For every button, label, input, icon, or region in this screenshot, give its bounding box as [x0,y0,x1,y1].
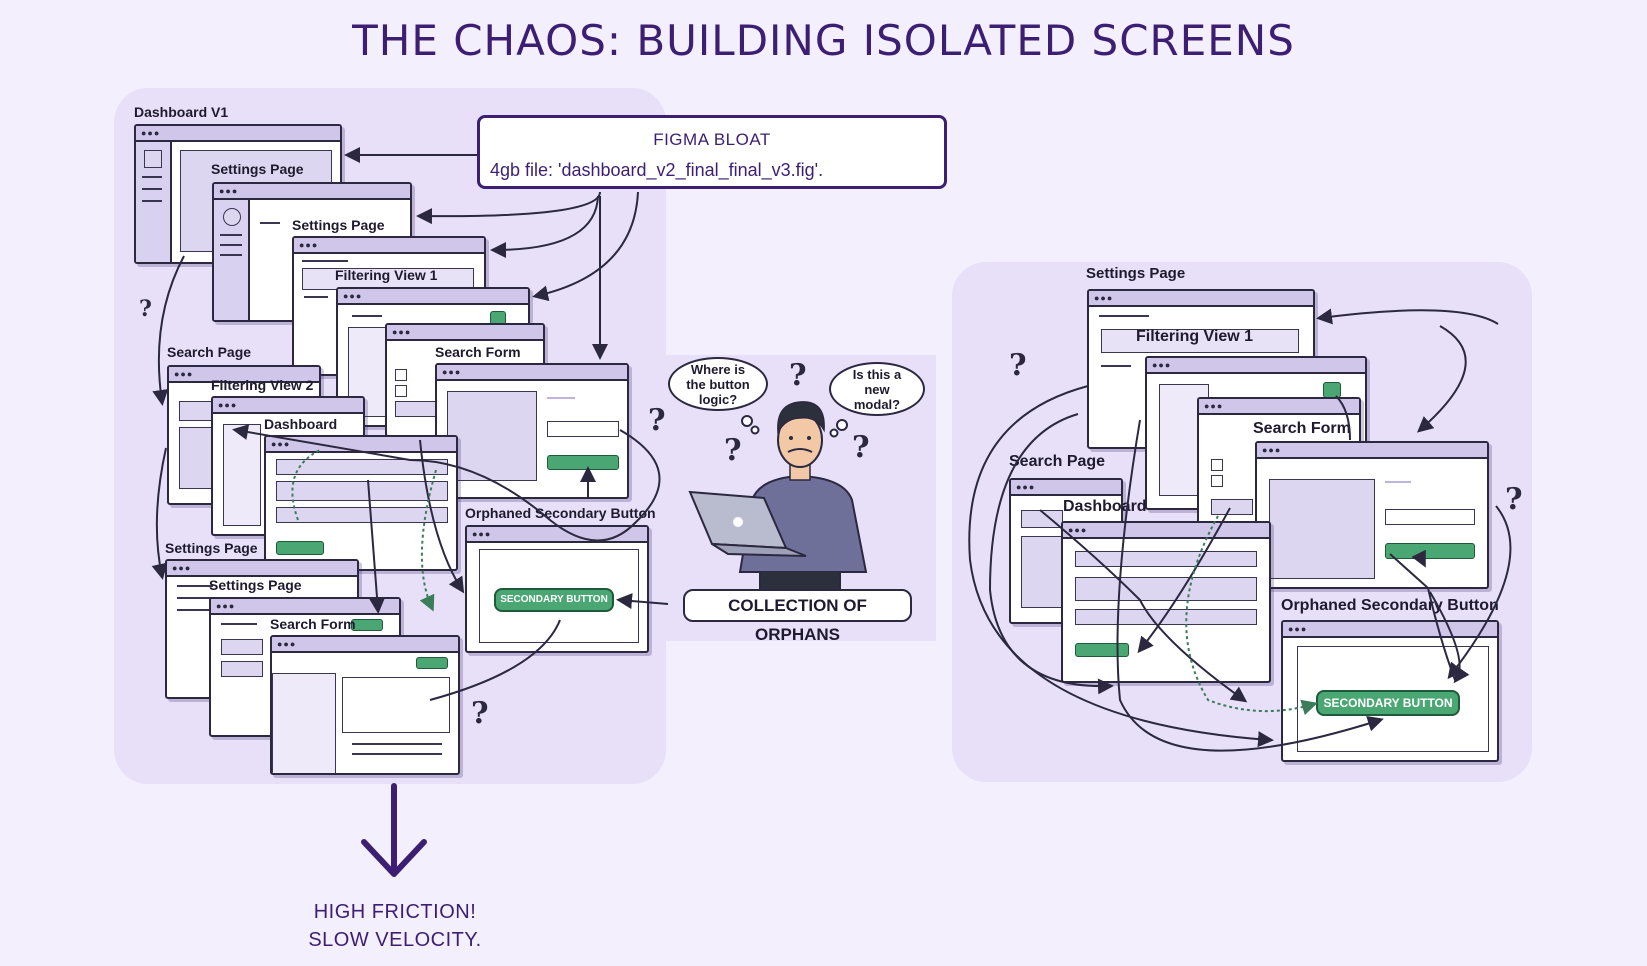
window-dots-icon: ●●● [141,128,161,138]
label-search-form-1: Search Form [435,344,521,360]
label-dashboard-right: Dashboard [1063,498,1147,515]
label-settings-page-4: Settings Page [209,577,302,593]
label-settings-page-1: Settings Page [211,161,304,177]
label-dashboard-left: Dashboard [264,416,338,432]
question-mark-icon: ? [1009,348,1027,383]
question-mark-icon: ? [789,358,807,393]
thought-bubble-left: Where is the button logic? [668,357,768,411]
secondary-button-left[interactable]: SECONDARY BUTTON [494,588,614,612]
window-search-filter-right: ●●● [1255,441,1489,589]
friction-line-2: SLOW VELOCITY. [308,929,482,951]
label-settings-page-right: Settings Page [1086,265,1186,282]
question-mark-icon: ? [139,296,152,322]
figma-bloat-callout: FIGMA BLOAT 4gb file: 'dashboard_v2_fina… [477,115,947,189]
question-mark-icon: ? [852,430,870,465]
friction-caption: HIGH FRICTION! SLOW VELOCITY. [280,898,510,954]
arrow-down-icon [361,783,427,877]
label-orphaned-left: Orphaned Secondary Button [465,505,656,521]
label-settings-page-3: Settings Page [165,540,258,556]
label-dashboard-v1: Dashboard V1 [134,104,229,120]
collection-of-orphans-pill: COLLECTION OF ORPHANS [683,589,912,644]
label-search-page-left: Search Page [167,344,252,360]
window-search-filter-panel: ●●● [435,363,629,499]
label-search-form-2: Search Form [270,616,356,632]
page-title: THE CHAOS: BUILDING ISOLATED SCREENS [352,16,1295,65]
label-filtering-view-2: Filtering View 2 [211,377,314,393]
window-search-form-2: ●●● [270,635,460,775]
callout-body: 4gb file: 'dashboard_v2_final_final_v3.f… [490,160,824,180]
secondary-button-right[interactable]: SECONDARY BUTTON [1316,690,1460,716]
label-settings-page-2: Settings Page [292,217,385,233]
question-mark-icon: ? [1505,482,1523,517]
friction-line-1: HIGH FRICTION! [313,901,477,923]
question-mark-icon: ? [648,403,666,438]
label-search-form-right: Search Form [1253,420,1351,437]
window-dashboard-right: ●●● [1061,521,1271,683]
label-filtering-view-right: Filtering View 1 [1136,328,1254,345]
question-mark-icon: ? [471,696,489,731]
label-filtering-view-1: Filtering View 1 [335,267,438,283]
question-mark-icon: ? [724,433,742,468]
label-search-page-right: Search Page [1009,453,1106,470]
callout-heading: FIGMA BLOAT [653,130,771,149]
window-dashboard-left: ●●● [264,435,458,571]
label-orphaned-right: Orphaned Secondary Button [1281,597,1499,614]
thought-bubble-right: Is this a new modal? [829,362,925,416]
